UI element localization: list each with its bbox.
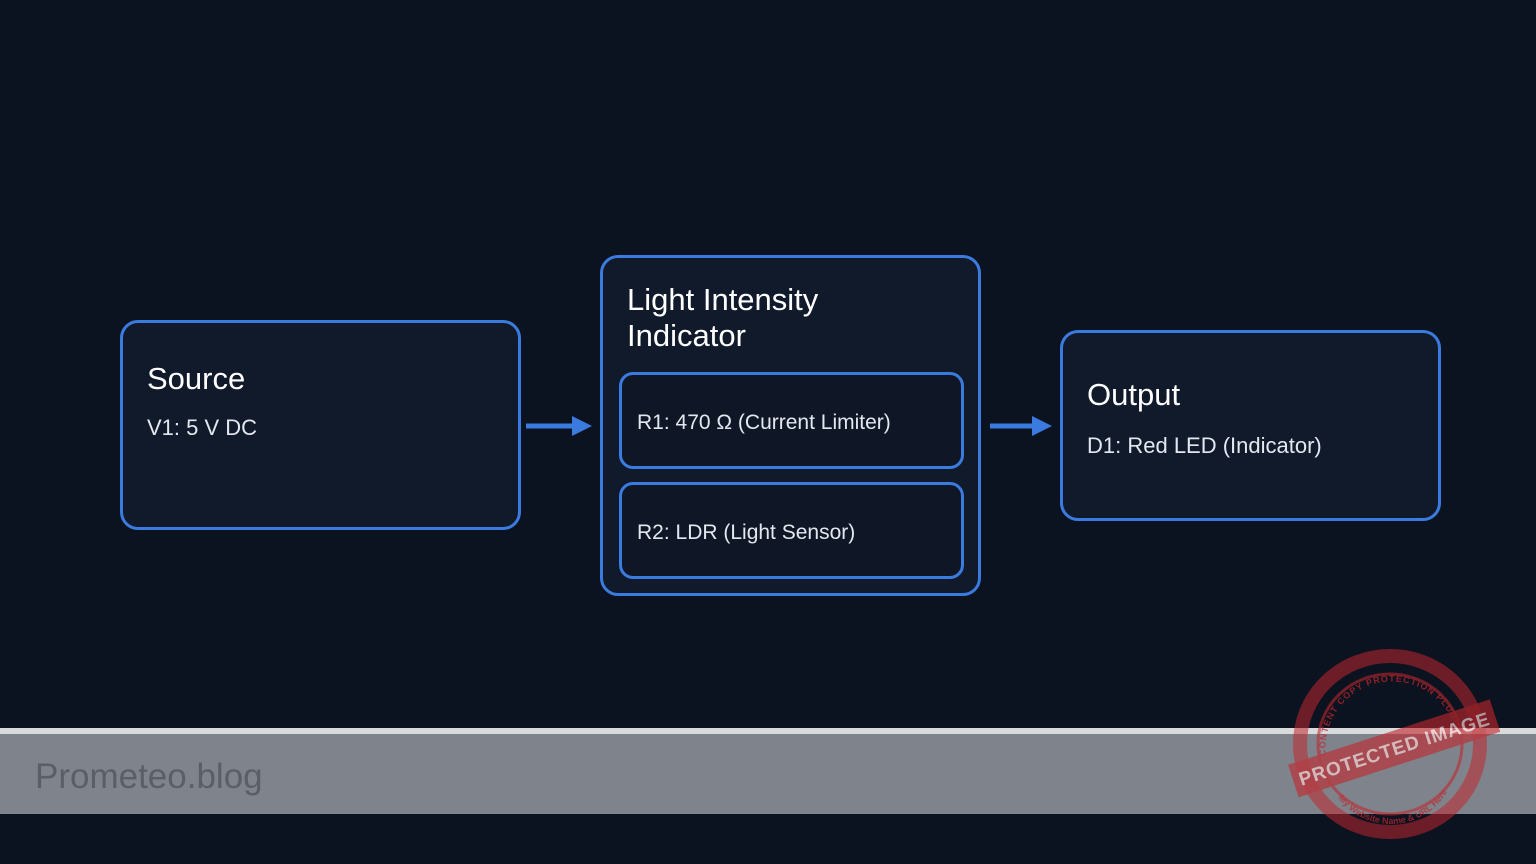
component-r1-label: R1: 470 Ω (Current Limiter) [637, 411, 891, 434]
processor-title-line2: Indicator [627, 318, 746, 353]
protected-image-stamp: CONTENT COPY PROTECTION PLUGIN My Websit… [1288, 649, 1500, 839]
component-r1: R1: 470 Ω (Current Limiter) [619, 372, 964, 469]
component-r2-label: R2: LDR (Light Sensor) [637, 521, 856, 544]
component-r2: R2: LDR (Light Sensor) [619, 482, 964, 579]
footer-bar: Prometeo.blog [0, 728, 1536, 814]
processor-block: Light Intensity Indicator R1: 470 Ω (Cur… [600, 255, 981, 596]
arrow-processor-to-output [990, 416, 1052, 436]
processor-title-line1: Light Intensity [627, 282, 819, 317]
output-item: D1: Red LED (Indicator) [1087, 433, 1322, 458]
output-title: Output [1087, 377, 1181, 412]
output-block: Output D1: Red LED (Indicator) [1060, 330, 1441, 521]
source-item: V1: 5 V DC [147, 415, 258, 440]
source-title: Source [147, 361, 246, 396]
arrow-source-to-processor [526, 416, 592, 436]
footer-site-name: Prometeo.blog [35, 757, 263, 796]
source-block: Source V1: 5 V DC [120, 320, 521, 530]
